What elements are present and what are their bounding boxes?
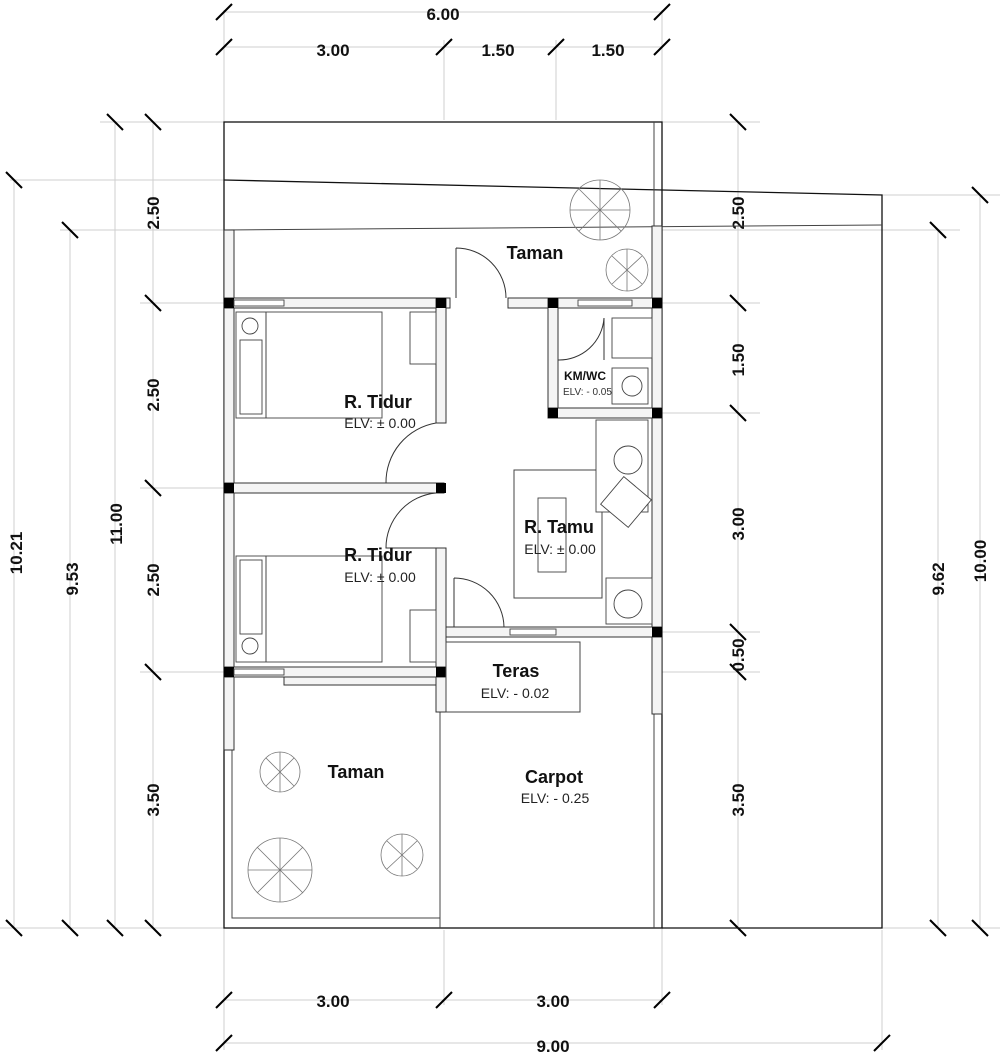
room-elevation-living: ELV: ± 0.00 [524, 541, 596, 557]
dim-top-c: 1.50 [591, 41, 624, 60]
dim-right-mid: 9.62 [929, 562, 948, 595]
furniture [235, 311, 653, 713]
room-name-bedroom-1: R. Tidur [344, 392, 412, 412]
room-elevation-bedroom-2: ELV: ± 0.00 [344, 569, 416, 585]
dim-right-seg-3: 3.00 [729, 507, 748, 540]
dimension-extension-lines [0, 10, 1000, 1050]
room-name-bedroom-2: R. Tidur [344, 545, 412, 565]
plant-bottom-1 [259, 751, 301, 793]
dim-left-seg-3: 2.50 [144, 563, 163, 596]
walls [223, 225, 663, 751]
room-elevation-teras: ELV: - 0.02 [481, 685, 550, 701]
dim-left-seg-4: 3.50 [144, 783, 163, 816]
dim-right-seg-2: 1.50 [729, 343, 748, 376]
dim-bottom-total: 9.00 [536, 1037, 569, 1056]
plants [247, 179, 649, 903]
room-labels: Taman R. Tidur ELV: ± 0.00 R. Tidur ELV:… [328, 243, 613, 806]
room-name-living: R. Tamu [524, 517, 594, 537]
dim-bottom-b: 3.00 [536, 992, 569, 1011]
dim-right-seg-5: 3.50 [729, 783, 748, 816]
room-name-taman-top: Taman [507, 243, 564, 263]
dim-top-total: 6.00 [426, 5, 459, 24]
dim-right-outer: 10.00 [971, 540, 990, 583]
dim-left-outer: 10.21 [7, 532, 26, 575]
doors [385, 247, 605, 628]
dim-left-seg-2: 2.50 [144, 378, 163, 411]
room-elevation-bedroom-1: ELV: ± 0.00 [344, 415, 416, 431]
room-name-bathroom: KM/WC [564, 369, 606, 383]
dim-top-a: 3.00 [316, 41, 349, 60]
dim-top-b: 1.50 [481, 41, 514, 60]
dim-left-mid: 9.53 [63, 562, 82, 595]
dim-right-seg-4: 0.50 [729, 638, 748, 671]
room-elevation-carpot: ELV: - 0.25 [521, 790, 590, 806]
dim-left-seg-1: 2.50 [144, 196, 163, 229]
room-name-taman-bottom: Taman [328, 762, 385, 782]
dim-right-seg-1: 2.50 [729, 196, 748, 229]
room-elevation-bathroom: ELV: - 0.05 [563, 387, 612, 398]
dim-bottom-a: 3.00 [316, 992, 349, 1011]
plant-large-top [569, 179, 631, 241]
room-name-carpot: Carpot [525, 767, 583, 787]
plant-bottom-large [247, 837, 313, 903]
dimension-labels: 6.00 3.00 1.50 1.50 3.00 3.00 9.00 10.21… [7, 5, 990, 1056]
room-name-teras: Teras [493, 661, 540, 681]
dim-left-inner: 11.00 [107, 503, 126, 545]
plant-bottom-2 [380, 833, 424, 877]
plant-small-top [605, 248, 649, 292]
dimension-ticks [5, 3, 989, 1052]
